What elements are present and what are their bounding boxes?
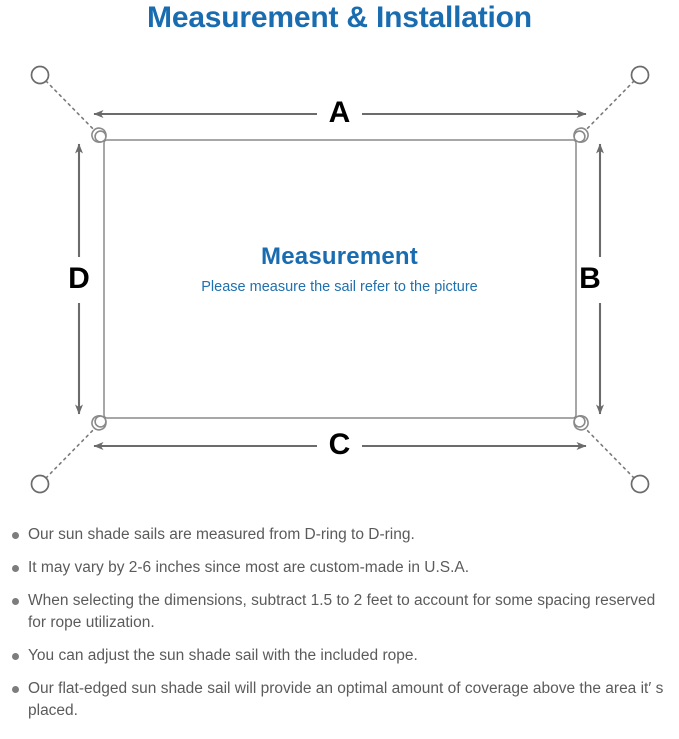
diagram-svg [30,65,650,494]
rope-bottom-right [579,422,635,479]
list-item: When selecting the dimensions, subtract … [0,590,679,634]
d-ring-bottom-left-hole [94,415,107,428]
sail-outline [103,139,577,419]
dimension-label-c: C [328,428,351,461]
bullet-icon [12,565,19,572]
d-ring-top-right-hole [573,130,586,143]
shade-sail-measurement-diagram: Measurement Please measure the sail refe… [0,45,679,515]
list-item: Our flat-edged sun shade sail will provi… [0,678,679,722]
page-title: Measurement & Installation [147,1,532,34]
notes-list: Our sun shade sails are measured from D-… [0,524,679,733]
note-text: Our flat-edged sun shade sail will provi… [28,680,664,719]
rope-lines [45,80,635,479]
anchor-bottom-left-icon [30,474,50,494]
bullet-icon [12,686,19,693]
anchor-top-right-icon [630,65,650,85]
rope-bottom-left [45,422,101,479]
rope-top-right [579,80,635,137]
list-item: It may vary by 2-6 inches since most are… [0,557,679,579]
d-ring-top-left-hole [94,130,107,143]
note-text: When selecting the dimensions, subtract … [28,592,656,631]
bullet-icon [12,653,19,660]
list-item: Our sun shade sails are measured from D-… [0,524,679,546]
anchor-rings [30,65,650,494]
dimension-label-a: A [328,96,351,129]
note-text: Our sun shade sails are measured from D-… [28,526,415,543]
d-ring-bottom-right-hole [573,415,586,428]
rope-top-left [45,80,101,137]
d-rings [91,127,589,431]
anchor-top-left-icon [30,65,50,85]
bullet-icon [12,598,19,605]
dimension-label-b: B [579,262,601,295]
bullet-icon [12,532,19,539]
dimension-label-d: D [68,262,90,295]
note-text: It may vary by 2-6 inches since most are… [28,559,470,576]
note-text: You can adjust the sun shade sail with t… [28,647,418,664]
list-item: You can adjust the sun shade sail with t… [0,645,679,667]
anchor-bottom-right-icon [630,474,650,494]
